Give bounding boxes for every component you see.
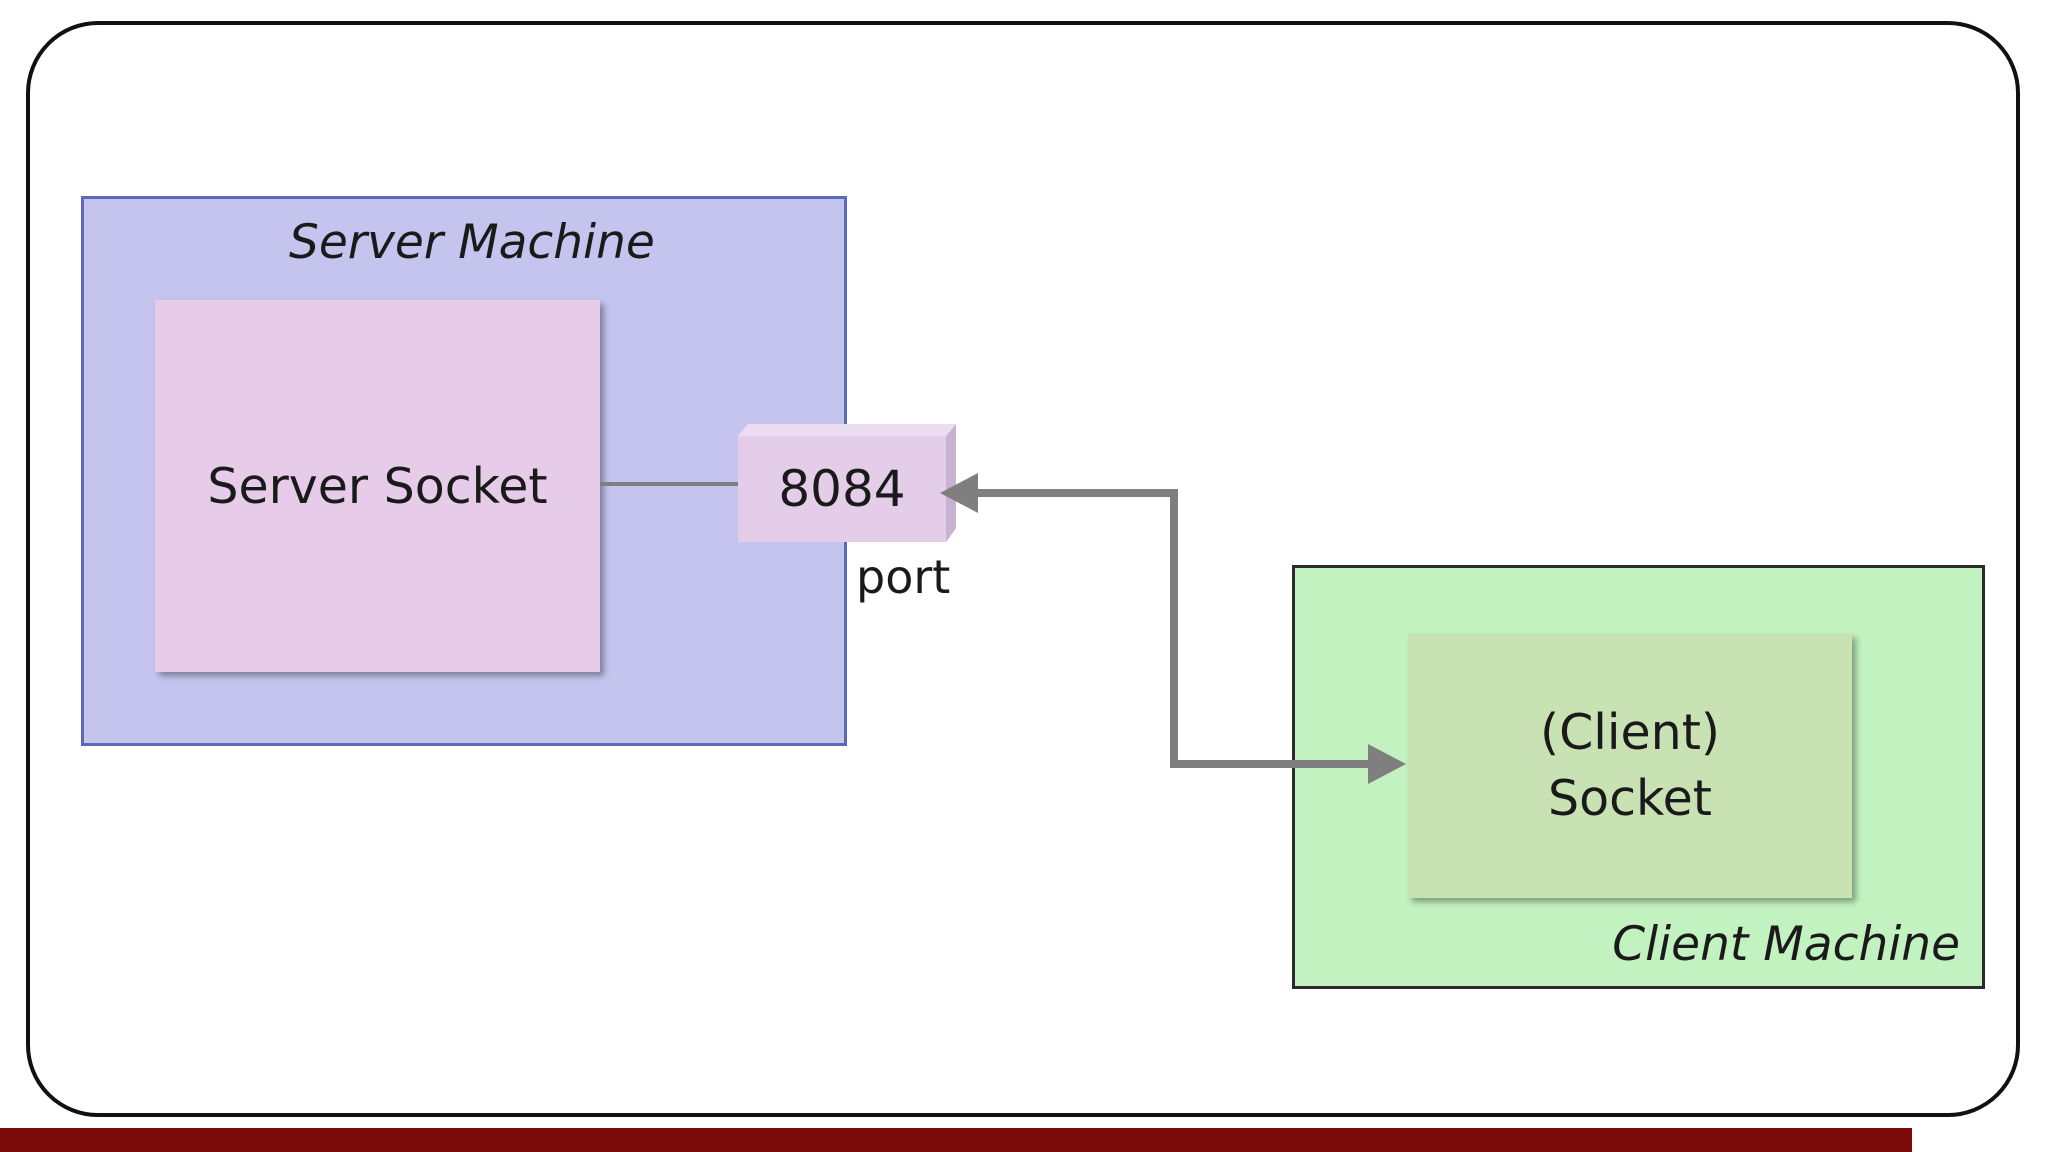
client-socket-label-line2: Socket: [1547, 770, 1712, 827]
arrowhead-to-port: [940, 473, 978, 513]
client-socket-label-line1: (Client): [1539, 703, 1721, 761]
port-cube-front: [738, 436, 946, 542]
client-socket-box: (Client) Socket: [1408, 634, 1852, 898]
port-number: 8084: [778, 460, 906, 518]
port-cube-side: [946, 424, 956, 542]
server-machine-title: Server Machine: [289, 215, 655, 270]
port-number-box: 8084: [738, 436, 946, 542]
port-label: port: [856, 550, 951, 604]
client-machine-title: Client Machine: [1612, 917, 1960, 972]
port-cube-top: [738, 424, 956, 436]
server-socket-label: Server Socket: [207, 457, 548, 515]
bottom-accent-bar: [0, 1128, 1912, 1152]
server-socket-box: Server Socket: [155, 300, 600, 672]
connector-arrow-path: [978, 489, 1380, 768]
arrowhead-to-client: [1368, 744, 1406, 784]
